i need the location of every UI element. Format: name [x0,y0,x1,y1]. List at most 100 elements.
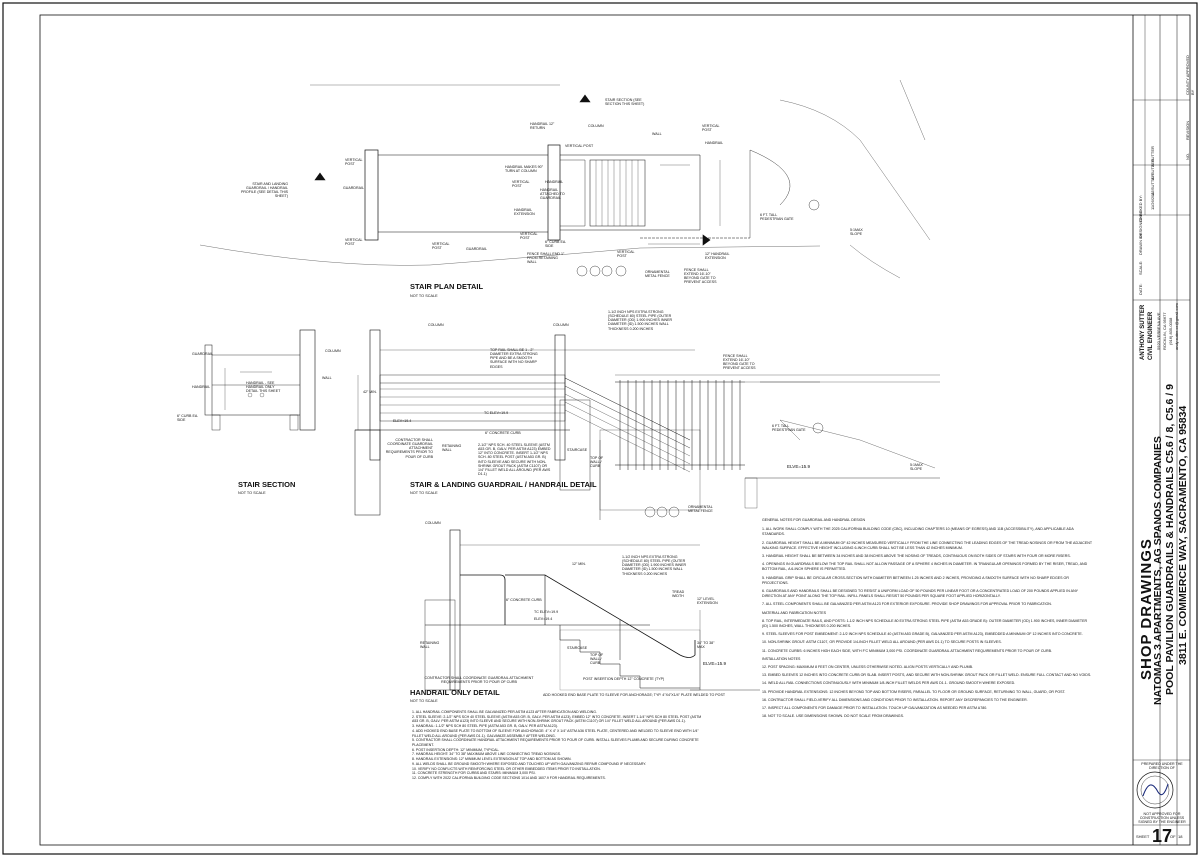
label-ss-wall: WALL [322,376,332,380]
label-vertical-post: VERTICAL POST [512,180,530,189]
label-ld-concrete-curb: 6" CONCRETE CURB [485,431,521,435]
of-label: OF [1170,834,1176,839]
label-ornamental-fence: ORNAMENTAL METAL FENCE [645,270,670,279]
note-line: 15. PROVIDE HANDRAIL EXTENSIONS: 12 INCH… [762,689,1066,694]
prepared-label: PREPARED UNDER THE DIRECTION OF [1141,762,1183,771]
label-ld-stairs: STAIRCASE [567,448,588,452]
note-line: 4. OPENINGS IN GUARDRAILS BELOW THE TOP … [762,562,1088,572]
label-ho-contractor: CONTRACTOR SHALL COORDINATE GUARDRAIL AT… [424,676,534,685]
label-ho-12min: 12" MIN. [572,562,586,566]
engineer-addr1: 5920 VERBENA AVE [1156,312,1161,350]
note-line: 8. HANDRAIL EXTENSIONS: 12" MINIMUM LEVE… [412,757,572,762]
label-ld-column: COLUMN [428,323,444,327]
label-ho-pipe-note: 1-1/2 INCH NPS EXTRA STRONG (SCHEDULE 80… [622,555,687,576]
label-ho-elev-15-9: ELVE=15.9 [703,661,727,666]
note-line: 2. STEEL SLEEVE: 2-1/2" NPS SCH 40 STEEL… [412,714,702,724]
engineer-email: andy.sutter.ce@gmail.com [1174,303,1179,350]
total-sheets: 18 [1178,834,1183,839]
project-line-3: 3811 E. COMMERCE WAY, SACRAMENTO, CA 958… [1177,405,1189,665]
label-stair-section-ref: STAIR SECTION (SEE SECTION THIS SHEET) [605,98,645,107]
engineer-addr2: ROCKLIN, CA 95677 [1162,312,1167,350]
note-section-heading: MATERIAL AND FABRICATION NOTES [762,610,827,615]
stair-section-drawing [204,329,316,431]
label-ho-level-ext: 12" LEVEL EXTENSION [697,597,718,606]
label-ld-elev: ELEV=19.4 [393,419,412,423]
note-line: 1. ALL WORK SHALL COMPLY WITH THE 2025 C… [762,527,1074,537]
label-ho-embed-plate: ADD HOOKED END BASE PLATE TO SLEEVE FOR … [543,693,726,697]
label-ho-column: COLUMN [425,521,441,525]
note-line: 3. HANDRAIL: 1-1/2" NPS SCH 80 STEEL PIP… [412,724,558,729]
checked-label: CHECKED BY: [1138,195,1143,222]
label-handrail-return: HANDRAIL 12" RETURN [530,122,555,131]
label-ho-post-insert: POST INSERTION DEPTH 12" CONCRETE (TYP) [583,677,665,681]
engineer-phone: (916) 835-0008 [1168,317,1173,345]
label-vertical-post: VERTICAL POST [345,238,363,247]
label-vertical-post: VERTICAL POST [432,242,450,251]
label-ld-fence-extend: FENCE SHALL EXTEND 16'-10" BEYOND GATE T… [723,354,756,371]
note-line: 13. EMBED SLEEVES 12 INCHES INTO CONCRET… [762,673,1092,678]
label-ld-top-rail: TOP RAIL SHALL BE 1 - 2" DIAMETER EXTRA … [490,348,538,369]
note-line: 5. CONTRACTOR SHALL COORDINATE HANDRAIL … [412,738,699,748]
note-line: 7. ALL STEEL COMPONENTS SHALL BE GALVANI… [762,602,1052,607]
general-notes: GENERAL NOTES FOR GUARDRAIL AND HANDRAIL… [762,518,1092,722]
label-stair-landing-profile: STAIR AND LANDING GUARDRAIL / HANDRAIL P… [240,182,288,199]
note-line: 12. POST SPACING: MAXIMUM 8 FEET ON CENT… [762,665,974,670]
checked-value: A. SUTTER [1150,146,1155,167]
general-notes-title: GENERAL NOTES FOR GUARDRAIL AND HANDRAIL… [762,518,866,522]
stair-plan-scale: NOT TO SCALE [410,294,438,298]
label-ld-sleeve: 2-1/2" NPS SCH. 40 STEEL SLEEVE (ASTM A5… [478,443,551,476]
sheet-number: 17 [1152,826,1173,846]
note-line: 10. NON-SHRINK GROUT: ASTM C1107, OR PRO… [762,640,1002,645]
label-vertical-post: VERTICAL POST [565,144,594,148]
label-guardrail: GUARDRAIL [343,186,364,190]
label-ho-stair: STAIRCASE [567,646,588,650]
label-pedestrian-gate: 6 FT. TALL PEDESTRIAN GATE [760,213,794,222]
label-vertical-post: VERTICAL POST [617,250,635,259]
note-line: 14. WELD ALL RAIL CONNECTIONS CONTINUOUS… [762,681,1016,686]
stair-plan-drawing [199,79,931,279]
note-line: 8. TOP RAIL, INTERMEDIATE RAILS, AND POS… [762,618,1088,629]
label-handrail-makes-turn: HANDRAIL MAKES 90° TURN AT COLUMN [505,165,544,174]
label-ho-tread-width: TREAD WIDTH [672,590,685,599]
stair-section-scale: NOT TO SCALE [238,491,266,495]
date-label: DATE: [1138,283,1143,295]
label-column: COLUMN [588,124,604,128]
label-ho-retaining: RETAINING WALL [420,641,440,650]
note-line: 17. INSPECT ALL COMPONENTS FOR DAMAGE PR… [762,706,988,711]
label-wall: WALL [652,132,662,136]
label-ss-handrail-see: HANDRAIL - SEE HANDRAIL ONLY DETAIL THIS… [246,381,281,394]
county-approved-header: COUNTY APPROVED BY [1185,55,1195,95]
note-line: 4. ADD HOOKED END BASE PLATE TO BOTTOM O… [412,728,699,738]
note-line: 18. NOT TO SCALE. USE DIMENSIONS SHOWN. … [762,714,904,719]
label-ld-slope: 5:1MAX SLOPE [910,463,923,472]
label-ho-top-of-wall: TOP OF WALL / CURB [590,653,604,666]
engineer-name: ANTHONY SUTTER [1140,304,1146,360]
label-handrail: HANDRAIL [545,180,564,184]
label-ho-concrete-curb: 6" CONCRETE CURB [506,598,542,602]
label-handrail-extension-12: 12" HANDRAIL EXTENSION [705,252,730,261]
label-ld-retaining: RETAINING WALL [442,444,462,453]
handrail-only-title: HANDRAIL ONLY DETAIL [410,688,500,697]
note-line: 3. HANDRAIL HEIGHT SHALL BE BETWEEN 34 I… [762,554,1071,559]
note-line: 10. VERIFY NO CONFLICTS WITH REINFORCING… [412,766,601,771]
landing-detail-title: STAIR & LANDING GUARDRAIL / HANDRAIL DET… [410,480,597,489]
note-line: 9. ALL WELDS SHALL BE GROUND SMOOTH WHER… [412,761,647,766]
label-ss-curb: 6" CURB EA. SIDE [177,414,199,423]
scale-label: SCALE: [1138,260,1143,275]
project-line-1: NATOMAS 3 APARTMENTS, AG SPANOS COMPANIE… [1152,436,1164,705]
label-slope: 5:1MAX SLOPE [850,228,863,237]
note-line: 11. CONCRETE STRENGTH FOR CURBS AND STAI… [412,771,536,776]
label-handrail: HANDRAIL [705,141,724,145]
no-header: NO. [1185,152,1190,160]
label-curb-ea-side: 6" CURB EA. SIDE [545,240,567,249]
note-line: 9. STEEL SLEEVES FOR POST EMBEDMENT: 2-1… [762,632,1083,637]
label-ld-top-of-wall: TOP OF WALL / CURB [590,456,604,469]
engineer-title: CIVIL ENGINEER [1148,311,1154,360]
label-fence-end: FENCE SHALL END 1" FROM RETAINING WALL [527,252,565,265]
note-line: 5. HANDRAIL GRIP SHALL BE CIRCULAR CROSS… [762,575,1069,585]
project-line-2: POOL PAVILION GUARDRAILS & HANDRAILS C5.… [1164,384,1176,695]
note-line: 1. ALL HANDRAIL COMPONENTS SHALL BE GALV… [412,710,597,714]
landing-detail-drawing [354,329,940,520]
label-ss-handrail: HANDRAIL [192,385,211,389]
